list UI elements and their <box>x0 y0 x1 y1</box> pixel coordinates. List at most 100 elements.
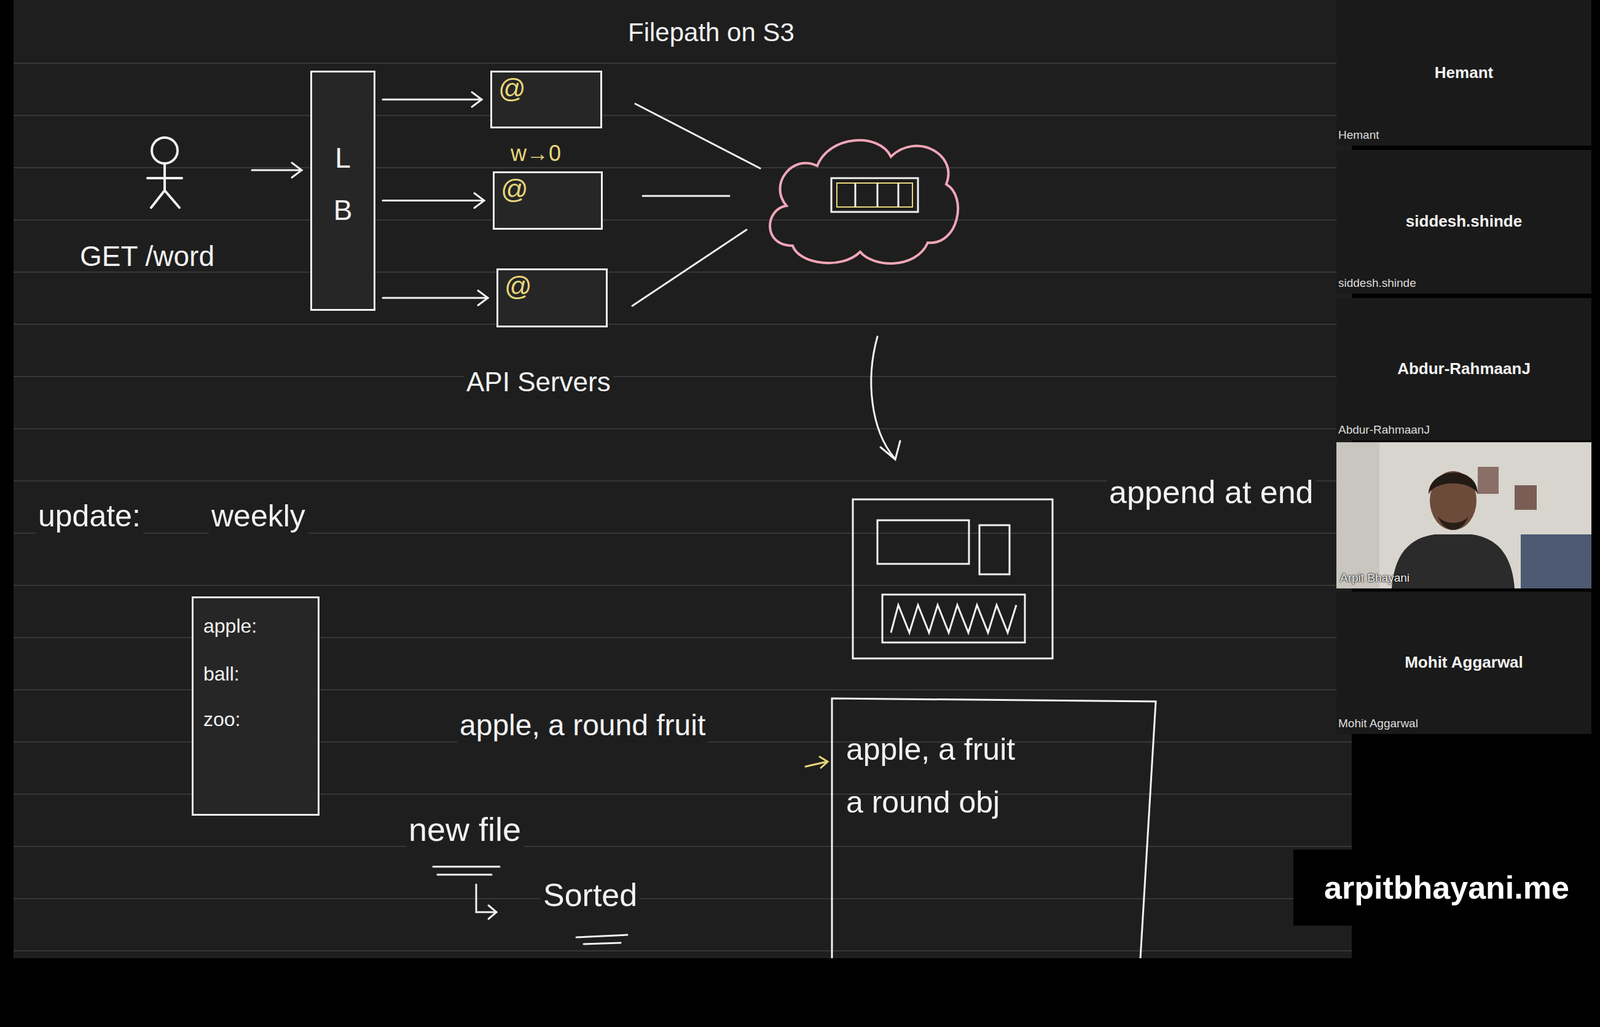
diagram-title: Filepath on S3 <box>625 17 797 48</box>
api-server: @ <box>492 171 603 230</box>
client-user: GET /word <box>79 137 245 279</box>
ruled-line <box>13 950 1352 952</box>
node-text: siddesh.shinde <box>1338 276 1417 291</box>
arrow-head <box>478 290 488 306</box>
server-to-storage-lines <box>632 103 761 306</box>
storage-line <box>632 229 747 306</box>
hook-arrow-head <box>488 905 497 920</box>
underline <box>433 866 500 869</box>
connector-line <box>382 199 485 202</box>
word-list-box: apple: ball: zoo: <box>191 596 320 816</box>
load-balancer: L B <box>310 70 376 311</box>
node-text: Hemant <box>1434 63 1494 83</box>
node-text: Abdur-RahmaanJ <box>1397 359 1531 379</box>
arrow-head <box>474 193 485 209</box>
file-block <box>979 525 1010 575</box>
person-body <box>1391 534 1515 589</box>
sofa <box>1520 534 1592 589</box>
storage-line <box>642 195 730 198</box>
node-text: @ <box>504 270 533 303</box>
figure-head <box>151 137 178 164</box>
connector-line <box>251 169 302 172</box>
node-text: Arpit Bhayani <box>1340 571 1410 586</box>
node-text: apple, a fruit <box>846 731 1016 769</box>
ruled-line <box>13 219 1352 221</box>
file-block <box>877 520 969 565</box>
note-text: weekly <box>208 497 308 535</box>
room-corner <box>1336 442 1380 589</box>
s3-file-symbol <box>831 178 918 212</box>
file-block <box>882 594 1025 643</box>
underline <box>576 935 628 938</box>
ruled-lines <box>13 63 1352 952</box>
ruled-line <box>13 898 1352 900</box>
figure-leg <box>164 190 180 208</box>
node-text: L B <box>333 132 353 237</box>
arrow-head <box>880 441 901 460</box>
node-text: zoo: <box>203 707 241 732</box>
pointer-head <box>819 756 828 769</box>
arrow-head <box>291 162 302 178</box>
stick-figure <box>147 137 182 208</box>
note-text: Sorted <box>540 876 640 915</box>
file-sketch <box>852 499 1053 659</box>
node-text: siddesh.shinde <box>1405 211 1522 232</box>
node-text: Abdur-RahmaanJ <box>1338 423 1430 438</box>
note-text: new file <box>406 809 524 850</box>
file-divider <box>876 183 879 208</box>
person-hair <box>1428 472 1478 495</box>
zigzag-content <box>890 605 1017 633</box>
figure-leg <box>151 190 165 208</box>
node-text: Hemant <box>1338 128 1380 143</box>
ruled-line <box>13 846 1352 848</box>
node-text: @ <box>500 173 529 206</box>
wall-picture <box>1477 466 1499 495</box>
curved-arrow <box>871 336 895 458</box>
node-text: @ <box>498 72 526 106</box>
ruled-line <box>13 428 1352 430</box>
note-text: update: <box>35 497 144 535</box>
storage-line <box>635 103 761 169</box>
file-inner <box>836 183 913 208</box>
ruled-line <box>13 114 1352 117</box>
room-wall <box>1336 442 1592 589</box>
file-divider <box>854 183 857 208</box>
webcam-image <box>1336 442 1592 589</box>
s3-cloud <box>769 140 958 264</box>
arrow-connector <box>382 290 488 306</box>
pointer-arrow <box>805 756 828 769</box>
api-server: @ <box>490 70 603 129</box>
download-arrow <box>871 336 901 460</box>
api-server: @ <box>496 268 608 328</box>
ruled-line <box>13 167 1352 169</box>
connector-line <box>382 297 488 300</box>
participant-tile: HemantHemant <box>1336 0 1592 146</box>
arrow-connector <box>382 92 482 107</box>
node-text: a round obj <box>846 784 1000 821</box>
box-outline-path <box>831 698 1156 959</box>
ruled-line <box>13 323 1352 326</box>
group-caption: API Servers <box>463 366 614 399</box>
ruled-line <box>13 62 1352 64</box>
arrow-head <box>471 92 482 107</box>
underline <box>437 874 492 877</box>
board-ground <box>13 0 1352 959</box>
node-text: ball: <box>203 662 240 686</box>
node-text: apple: <box>203 614 257 638</box>
note-text: append at end <box>1106 473 1317 512</box>
file-divider <box>897 183 900 208</box>
file-page <box>852 499 1053 659</box>
ruled-line <box>13 584 1352 587</box>
node-text: Mohit Aggarwal <box>1404 653 1524 673</box>
node-text: Mohit Aggarwal <box>1338 717 1419 732</box>
arrow-connector <box>251 162 302 178</box>
ruled-line <box>13 376 1352 378</box>
participant-tile: Abdur-RahmaanJ Abdur-RahmaanJ <box>1336 298 1592 441</box>
participant-tile: Mohit AggarwalMohit Aggarwal <box>1336 591 1592 735</box>
state-note: w→0 <box>508 140 564 167</box>
watermark: arpitbhayani.me <box>1293 849 1600 926</box>
figure-arms <box>147 176 182 180</box>
arrow-connector <box>382 193 485 209</box>
person-beard <box>1437 516 1469 531</box>
